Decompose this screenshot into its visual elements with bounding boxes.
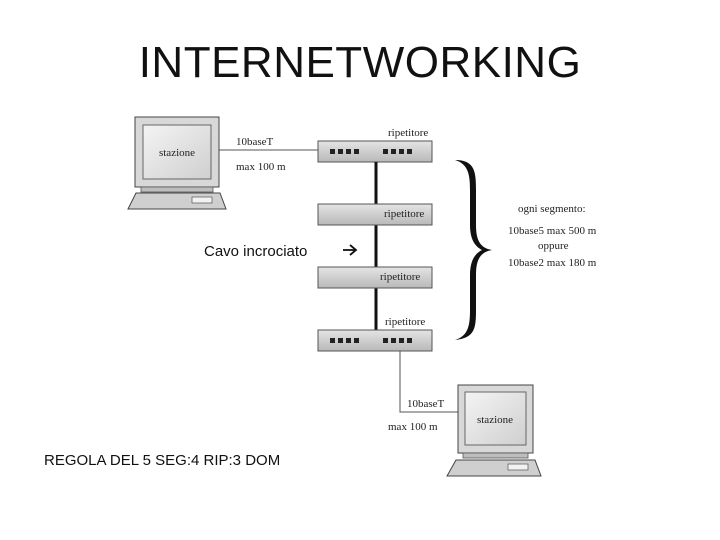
repeater-2-label: ripetitore bbox=[384, 208, 424, 220]
station-top-computer: stazione bbox=[127, 116, 227, 210]
link-bottom-type: 10baseT bbox=[407, 398, 445, 410]
repeater-4: ripetitore bbox=[317, 316, 433, 352]
arrow-right-icon bbox=[343, 244, 358, 256]
station-top-label: stazione bbox=[159, 147, 195, 159]
segment-note-line3: 10base2 max 180 m bbox=[508, 257, 597, 269]
page-title: INTERNETWORKING bbox=[138, 38, 582, 87]
repeater-4-label: ripetitore bbox=[385, 316, 425, 328]
segment-note-line2: oppure bbox=[538, 240, 569, 252]
segment-note-line1: 10base5 max 500 m bbox=[508, 225, 597, 237]
curly-brace-icon bbox=[455, 160, 492, 340]
link-top-max: max 100 m bbox=[236, 161, 286, 173]
rule-caption: REGOLA DEL 5 SEG:4 RIP:3 DOM bbox=[44, 452, 281, 469]
station-bottom-label: stazione bbox=[477, 414, 513, 426]
segment-note-heading: ogni segmento: bbox=[518, 203, 586, 215]
hub-4-ports-icon bbox=[330, 338, 412, 343]
repeater-2: ripetitore bbox=[317, 203, 433, 226]
station-bottom-computer: stazione bbox=[446, 384, 542, 477]
crossover-label: Cavo incrociato bbox=[204, 243, 307, 260]
repeater-3: ripetitore bbox=[317, 266, 433, 289]
hub-1-ports-icon bbox=[330, 149, 412, 154]
link-bottom-line bbox=[399, 351, 458, 413]
repeater-3-label: ripetitore bbox=[380, 271, 420, 283]
link-bottom-max: max 100 m bbox=[388, 421, 438, 433]
link-top-type: 10baseT bbox=[236, 136, 274, 148]
repeater-1: ripetitore bbox=[317, 127, 433, 163]
segment-note: ogni segmento: 10base5 max 500 m oppure … bbox=[508, 203, 597, 269]
repeater-1-label: ripetitore bbox=[388, 127, 428, 139]
